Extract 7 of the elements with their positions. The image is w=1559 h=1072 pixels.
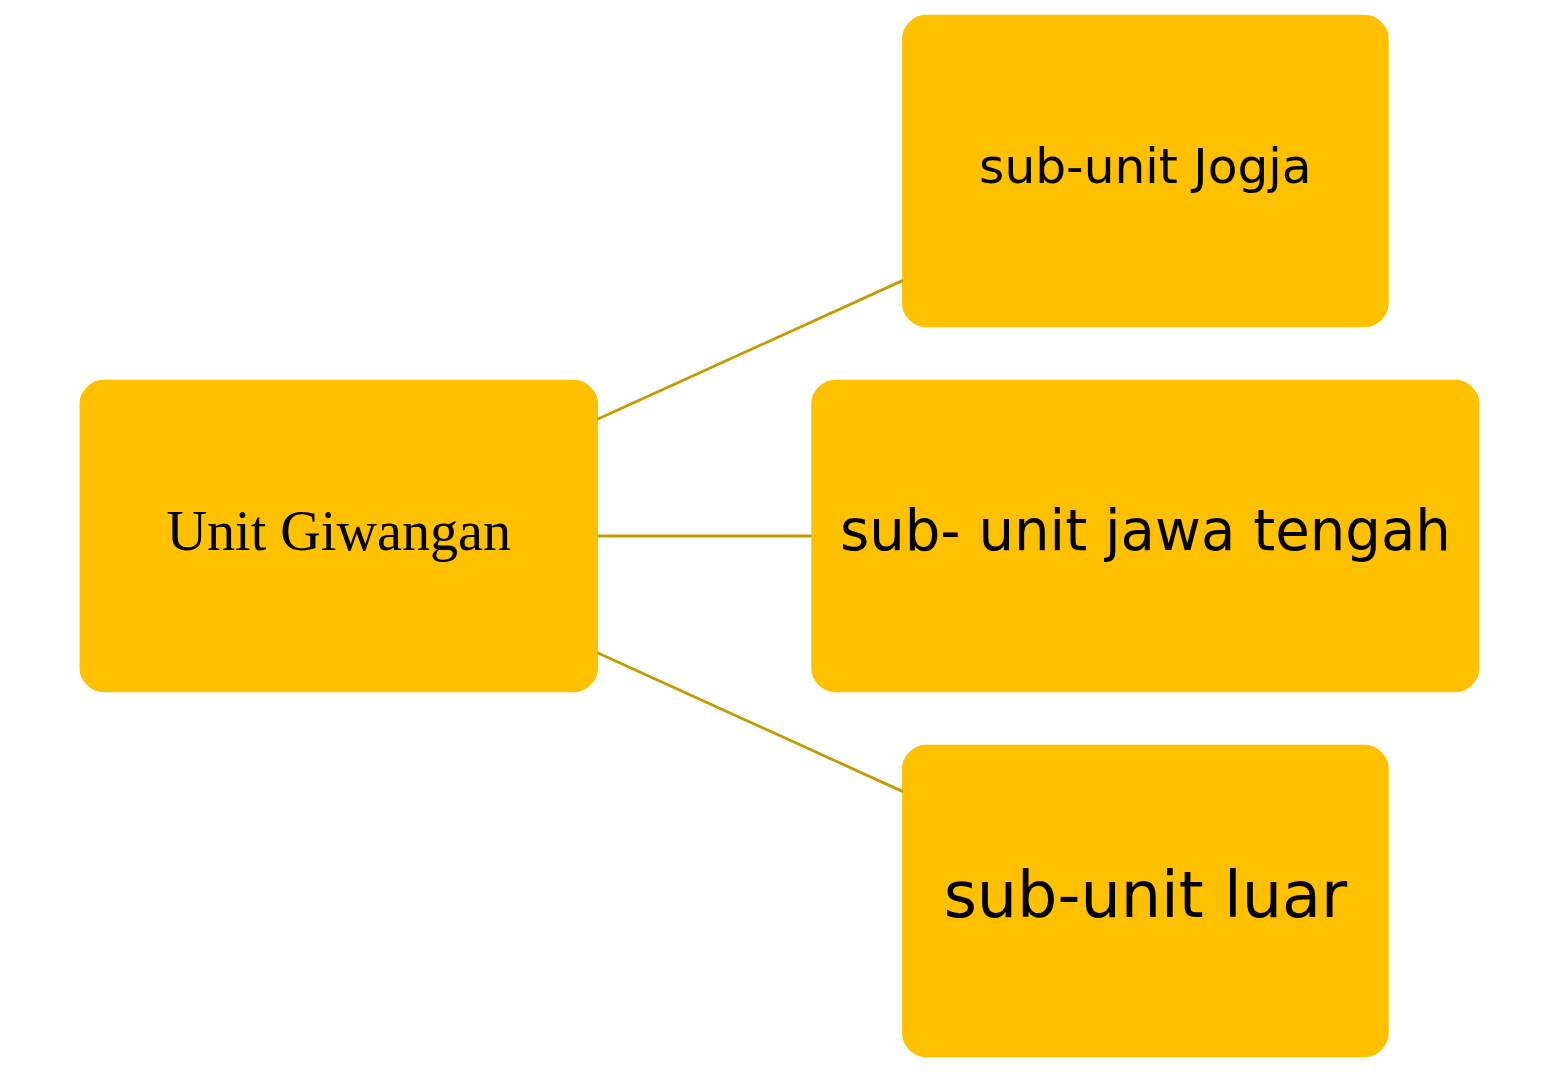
node-box: Unit Giwangan <box>79 379 598 693</box>
node-box: sub-unit Jogja <box>902 14 1389 328</box>
connector <box>596 651 904 793</box>
connector <box>597 534 812 538</box>
connector <box>596 279 904 421</box>
node-box: sub- unit jawa tengah <box>811 379 1480 693</box>
node-box: sub-unit luar <box>902 744 1389 1058</box>
